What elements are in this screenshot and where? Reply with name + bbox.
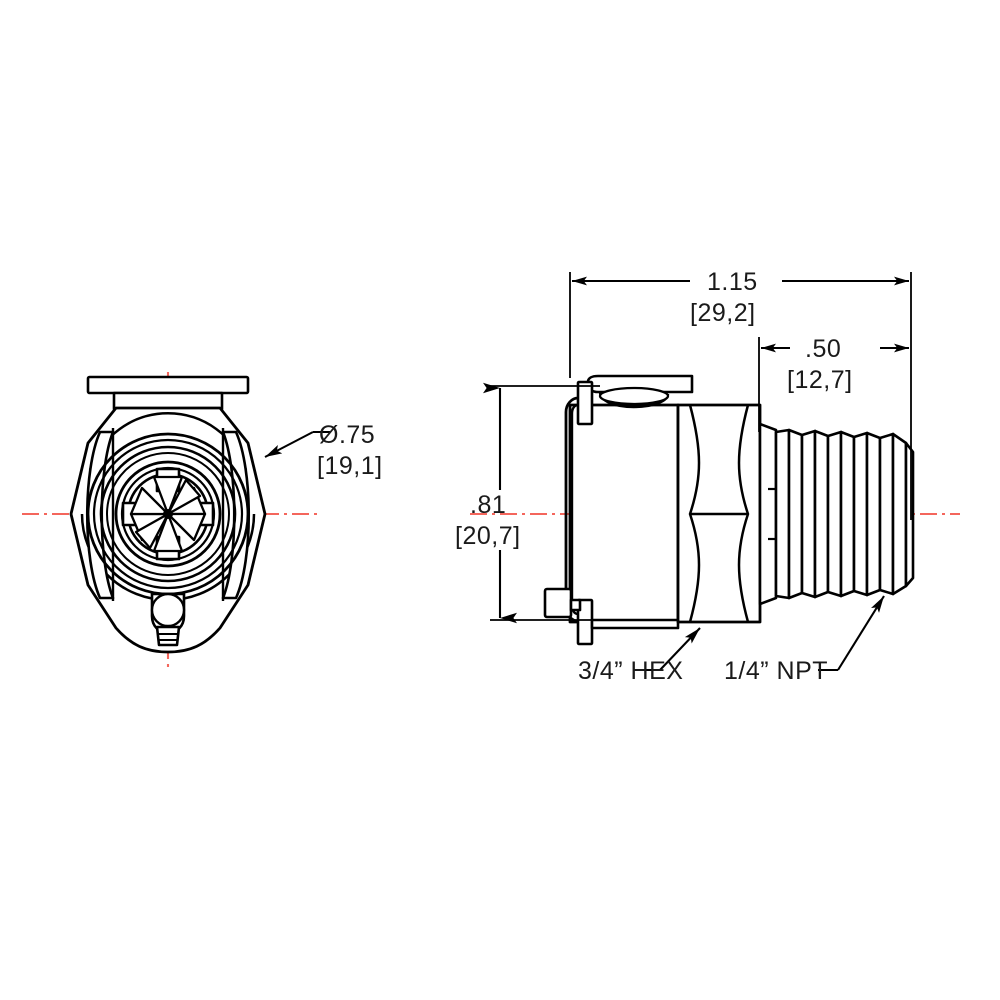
dim-label-height-mm: [20,7] (455, 522, 521, 550)
dim-label-thread-mm: [12,7] (787, 366, 853, 394)
dim-label-thread-inch: .50 (805, 335, 841, 363)
front-star-hub (163, 509, 173, 519)
dim-label-overall-inch: 1.15 (707, 268, 758, 296)
side-bottom-bar (590, 618, 680, 630)
callout-thread-spec: 1/4” NPT (724, 595, 885, 685)
side-thread-end-face (904, 441, 915, 588)
callout-label-hex: 3/4” HEX (578, 657, 683, 685)
side-top-lever-plate (586, 374, 694, 409)
dimension-body-height: .81 [20,7] (455, 382, 600, 624)
front-top-flange (86, 375, 250, 395)
side-section-view (470, 374, 960, 646)
side-hex-chamfer-arcs (688, 404, 750, 623)
side-npt-thread (774, 428, 908, 600)
leader-line-bore (264, 431, 314, 458)
dim-label-bore-mm: [19,1] (317, 452, 383, 480)
dim-label-bore-inch: Ø.75 (319, 421, 375, 449)
front-end-view (22, 372, 318, 672)
front-bottom-nipple (150, 592, 186, 647)
callout-hex-size: 3/4” HEX (578, 627, 701, 685)
dim-label-height-inch: .81 (470, 491, 506, 519)
leader-line-hex (659, 627, 701, 671)
dimension-thread-length: .50 [12,7] (758, 335, 909, 432)
dimension-overall-length: 1.15 [29,2] (569, 268, 912, 520)
dim-label-overall-mm: [29,2] (690, 299, 756, 327)
side-main-body (568, 403, 680, 624)
callout-label-npt: 1/4” NPT (724, 657, 828, 685)
side-lower-block (543, 587, 582, 619)
front-star-spokes (129, 475, 207, 553)
leader-line-npt (837, 595, 885, 671)
side-retaining-clip (564, 380, 594, 646)
side-thread-shoulder (758, 422, 778, 606)
dimension-bore-diameter: Ø.75 [19,1] (264, 421, 383, 480)
